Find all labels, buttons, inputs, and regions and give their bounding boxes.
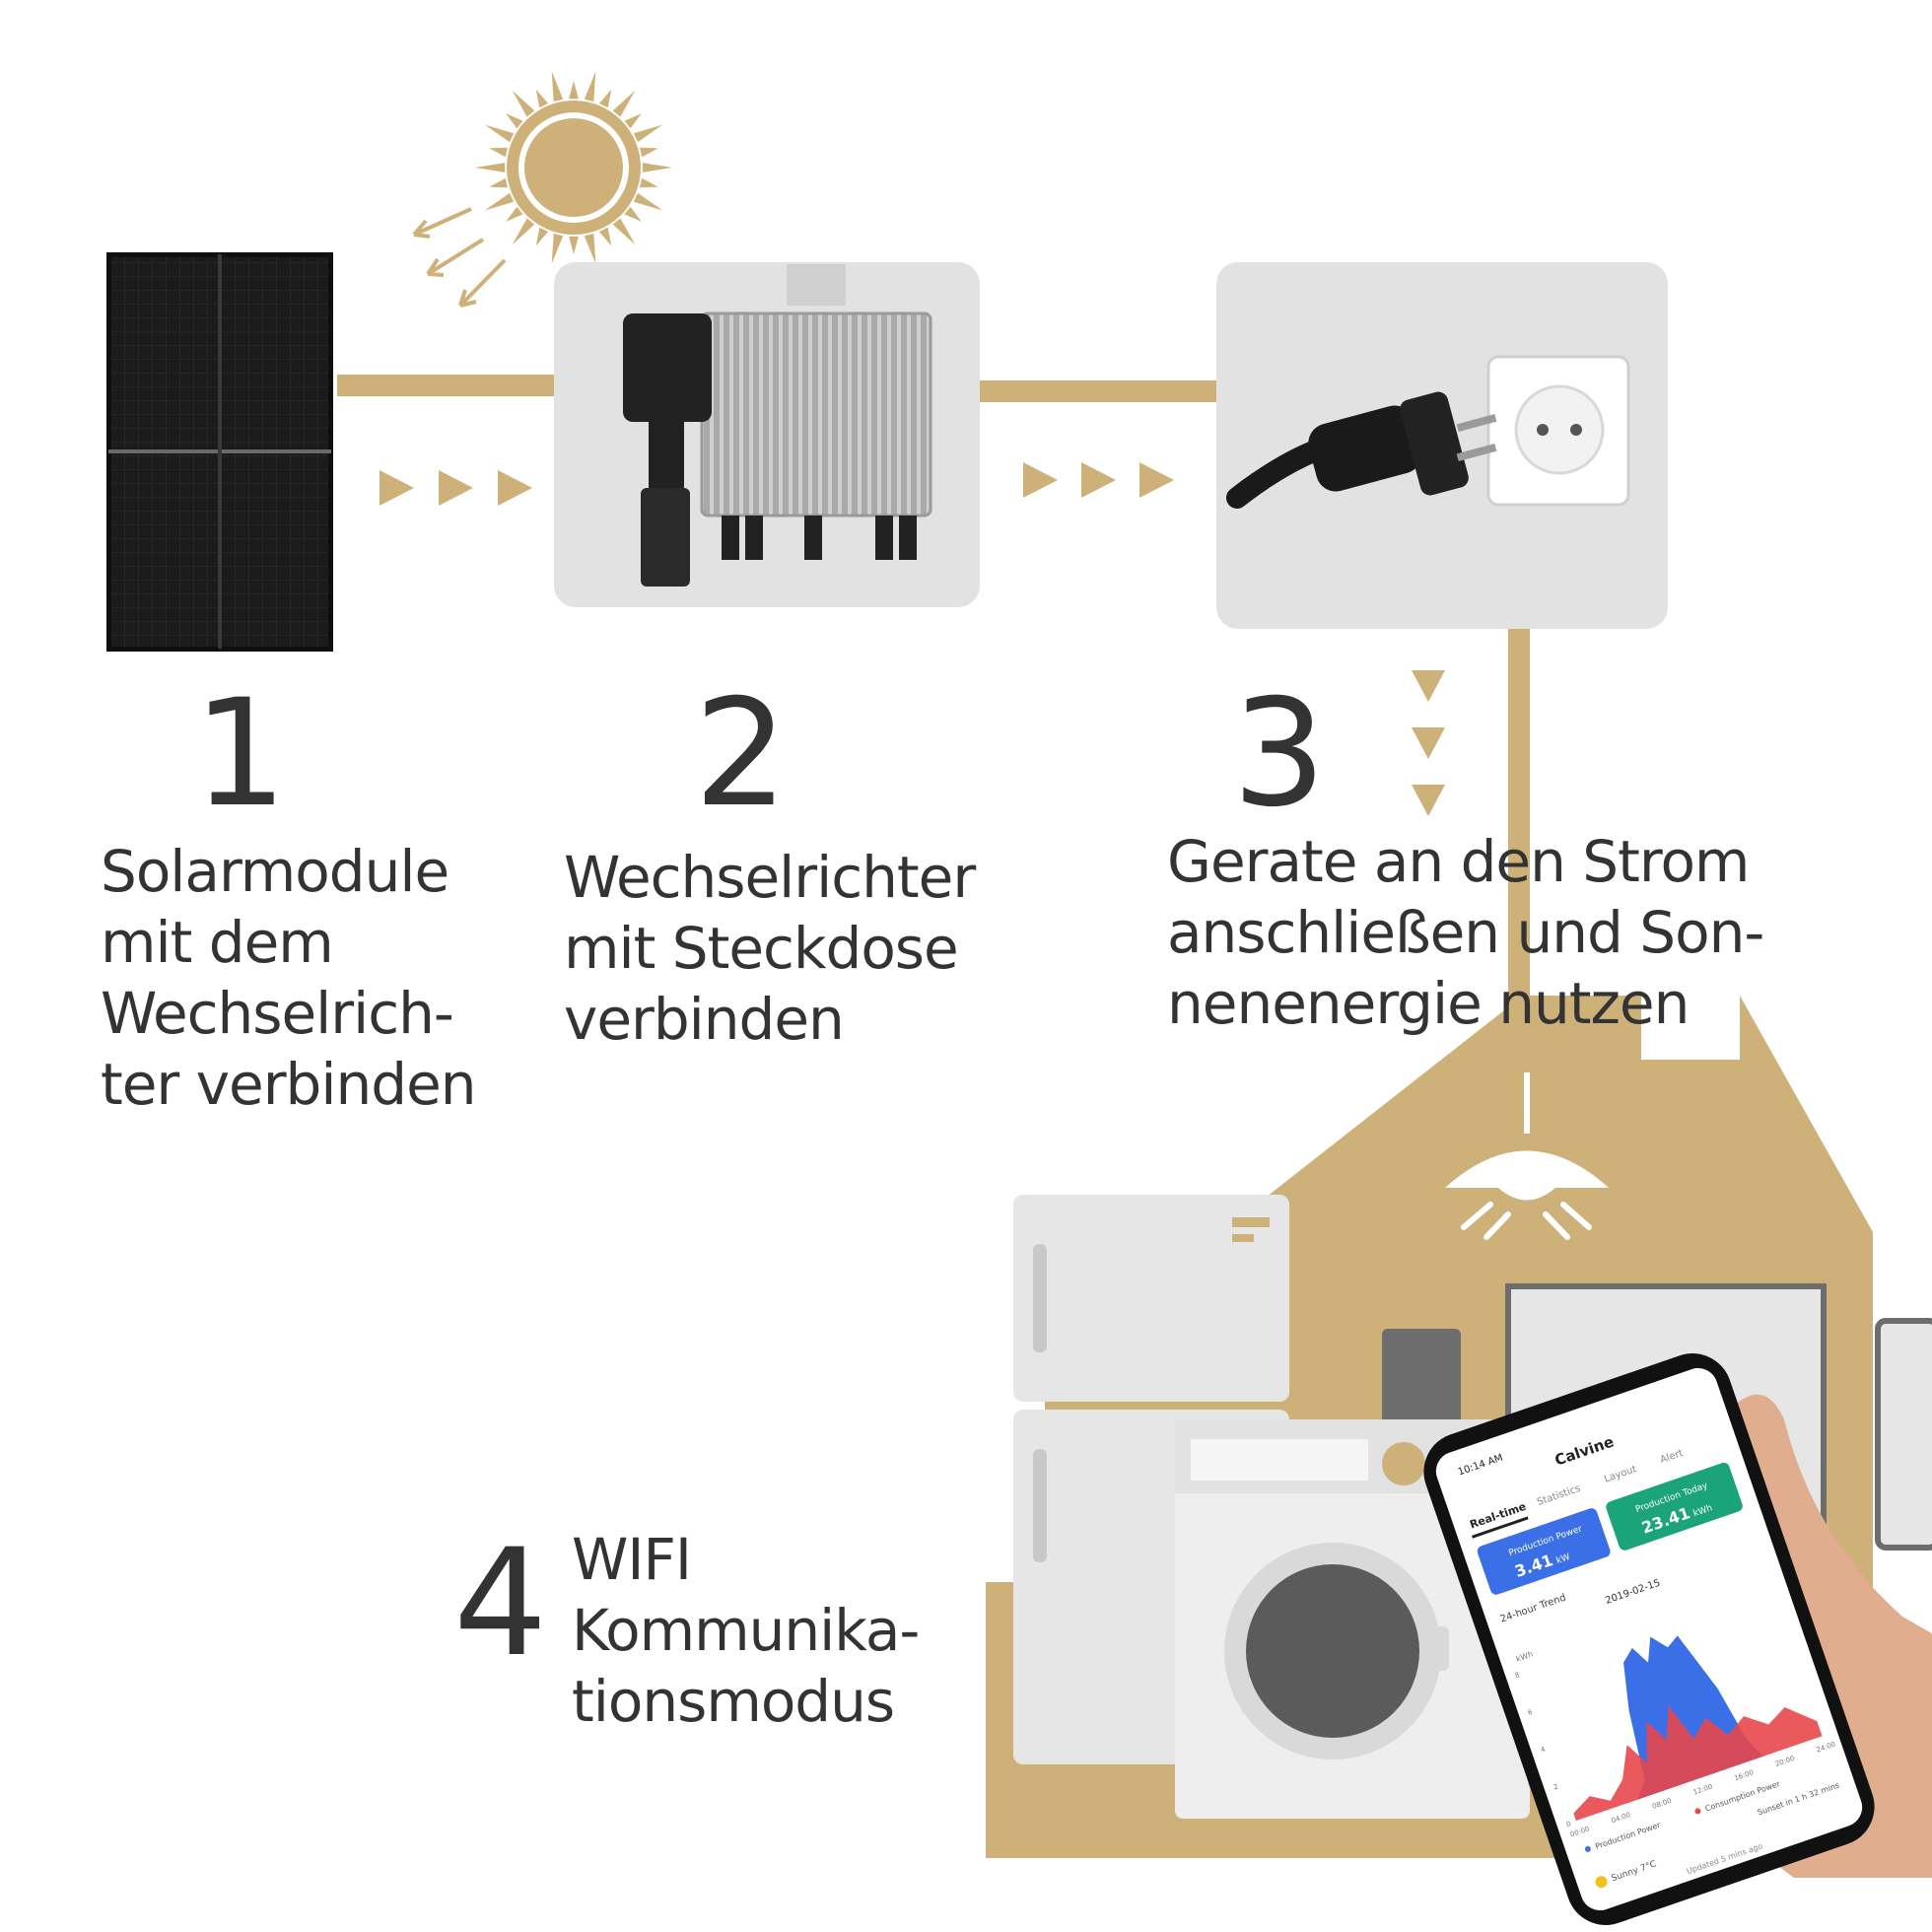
power-line-vertical <box>1508 629 1530 1063</box>
sun-ray <box>612 218 636 245</box>
weather-sun-icon <box>1595 1876 1608 1889</box>
step-3-line: anschließen und Son- <box>1167 899 1764 966</box>
step-4-number: 4 <box>453 1518 548 1690</box>
sun-ray <box>489 147 508 158</box>
consumption-power-area <box>1573 1705 1823 1822</box>
connector-line-1 <box>337 375 556 396</box>
sun-ray <box>624 206 642 222</box>
sun-ray <box>633 192 663 211</box>
step-1-description: Solarmodule mit dem Wechselrich- ter ver… <box>101 836 477 1120</box>
y-tick-label: 0 <box>1565 1820 1572 1828</box>
sun-ray <box>475 163 506 172</box>
card1-unit: kW <box>1555 1552 1572 1566</box>
flow-arrows-1 <box>380 470 532 506</box>
production-power-area <box>1575 1635 1823 1822</box>
step-3-number: 3 <box>1232 668 1327 840</box>
sun-ray <box>489 177 508 188</box>
sun-ray <box>598 89 612 108</box>
solar-panel-icon <box>106 252 333 652</box>
step-1-number: 1 <box>193 668 288 840</box>
sun-ray <box>551 71 564 102</box>
sun-core <box>524 118 623 217</box>
connector-line-2 <box>980 380 1216 402</box>
step-2-number: 2 <box>694 668 789 840</box>
sun-ray <box>512 218 535 245</box>
sun-ray <box>569 236 579 254</box>
step-2-description: Wechselrichter mit Steckdose verbinden <box>564 842 976 1055</box>
sun-ray <box>512 90 535 117</box>
y-tick-label: 2 <box>1552 1782 1559 1791</box>
sun-ray <box>535 89 549 108</box>
sun-ray <box>584 234 596 264</box>
sun-ray <box>551 234 564 264</box>
sun-ray <box>484 124 515 143</box>
sun-ray <box>506 113 523 129</box>
flow-arrows-3 <box>1412 670 1445 816</box>
y-tick-label: 8 <box>1514 1671 1521 1680</box>
step-1-line: ter verbinden <box>101 1051 477 1118</box>
sun-ray <box>624 113 642 129</box>
sun-ray <box>640 177 658 188</box>
y-tick-label: 4 <box>1540 1745 1547 1754</box>
step-2-line: verbinden <box>564 986 845 1053</box>
phone-card-production-power <box>1477 1508 1611 1595</box>
sun-ray <box>535 227 549 246</box>
sun-icon <box>475 71 672 264</box>
smartphone-icon: 10:14 AM Calvine Real-time Statistics La… <box>1423 1353 1875 1925</box>
step-4-description: WIFI Kommunika- tionsmodus <box>572 1524 920 1737</box>
sun-ray <box>642 163 672 172</box>
step-2-line: Wechselrichter <box>564 844 976 911</box>
step-1-line: Wechselrich- <box>101 980 454 1047</box>
sun-ray <box>633 124 663 143</box>
step-1-line: Solarmodule <box>101 838 449 905</box>
inverter-icon <box>554 262 980 607</box>
step-2-line: mit Steckdose <box>564 915 959 982</box>
step-4-line: tionsmodus <box>572 1668 895 1735</box>
lamp-icon <box>1445 1072 1609 1240</box>
plug-socket-icon <box>1216 262 1668 629</box>
sun-ray <box>569 81 579 100</box>
sun-ray <box>484 192 515 211</box>
step-3-description: Gerate an den Strom anschließen und Son-… <box>1167 826 1764 1039</box>
step-4-line: Kommunika- <box>572 1597 920 1664</box>
step-3-line: Gerate an den Strom <box>1167 828 1750 895</box>
sun-ray <box>612 90 636 117</box>
step-1-line: mit dem <box>101 909 334 976</box>
sun-ray-arrows <box>412 207 507 308</box>
phone-card-production-today <box>1606 1462 1743 1551</box>
sun-ray <box>640 147 658 158</box>
sun-ray <box>584 71 596 102</box>
sun-ray <box>598 227 612 246</box>
sun-ray <box>506 206 523 222</box>
phone-y-ticks: 8 6 4 2 0 <box>1514 1671 1572 1828</box>
flow-arrows-2 <box>1023 462 1174 498</box>
step-4-line: WIFI <box>572 1526 692 1593</box>
y-tick-label: 6 <box>1527 1708 1534 1717</box>
step-3-line: nenenergie nutzen <box>1167 970 1690 1037</box>
